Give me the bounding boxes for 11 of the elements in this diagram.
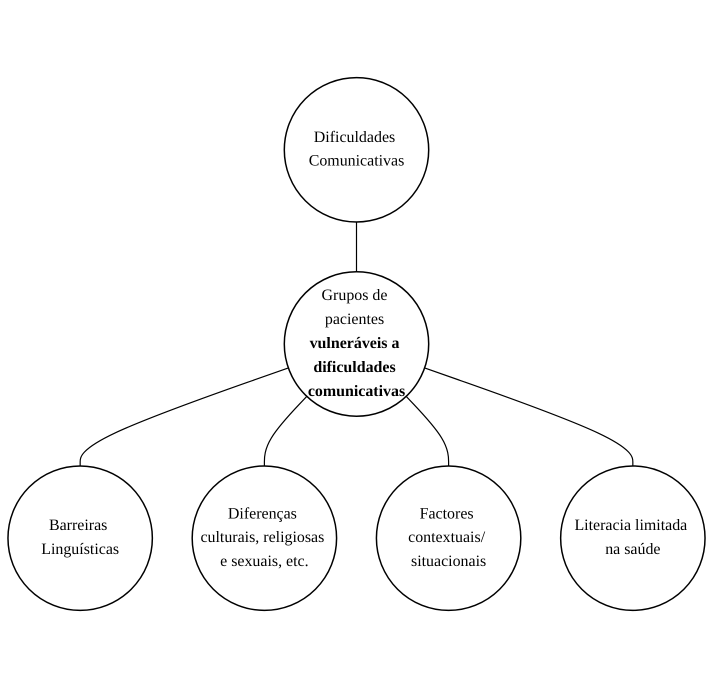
connector (356, 222, 358, 272)
node-circle: Literacia limitada na saúde (560, 465, 706, 612)
connector (80, 367, 289, 466)
node-circle: Diferenças culturais, religiosas e sexuais, etc. (191, 465, 338, 612)
connector (264, 396, 308, 466)
node-circle: Factores contextuais/ situacionais (376, 465, 522, 612)
node-circle: Barreiras Linguísticas (7, 465, 154, 612)
connector (406, 396, 450, 466)
node-circle: Grupos de pacientes vulneráveis a dificuldades comunicativas (284, 271, 430, 417)
connector (424, 367, 634, 466)
node-circle: Dificuldades Comunicativas (284, 76, 430, 223)
